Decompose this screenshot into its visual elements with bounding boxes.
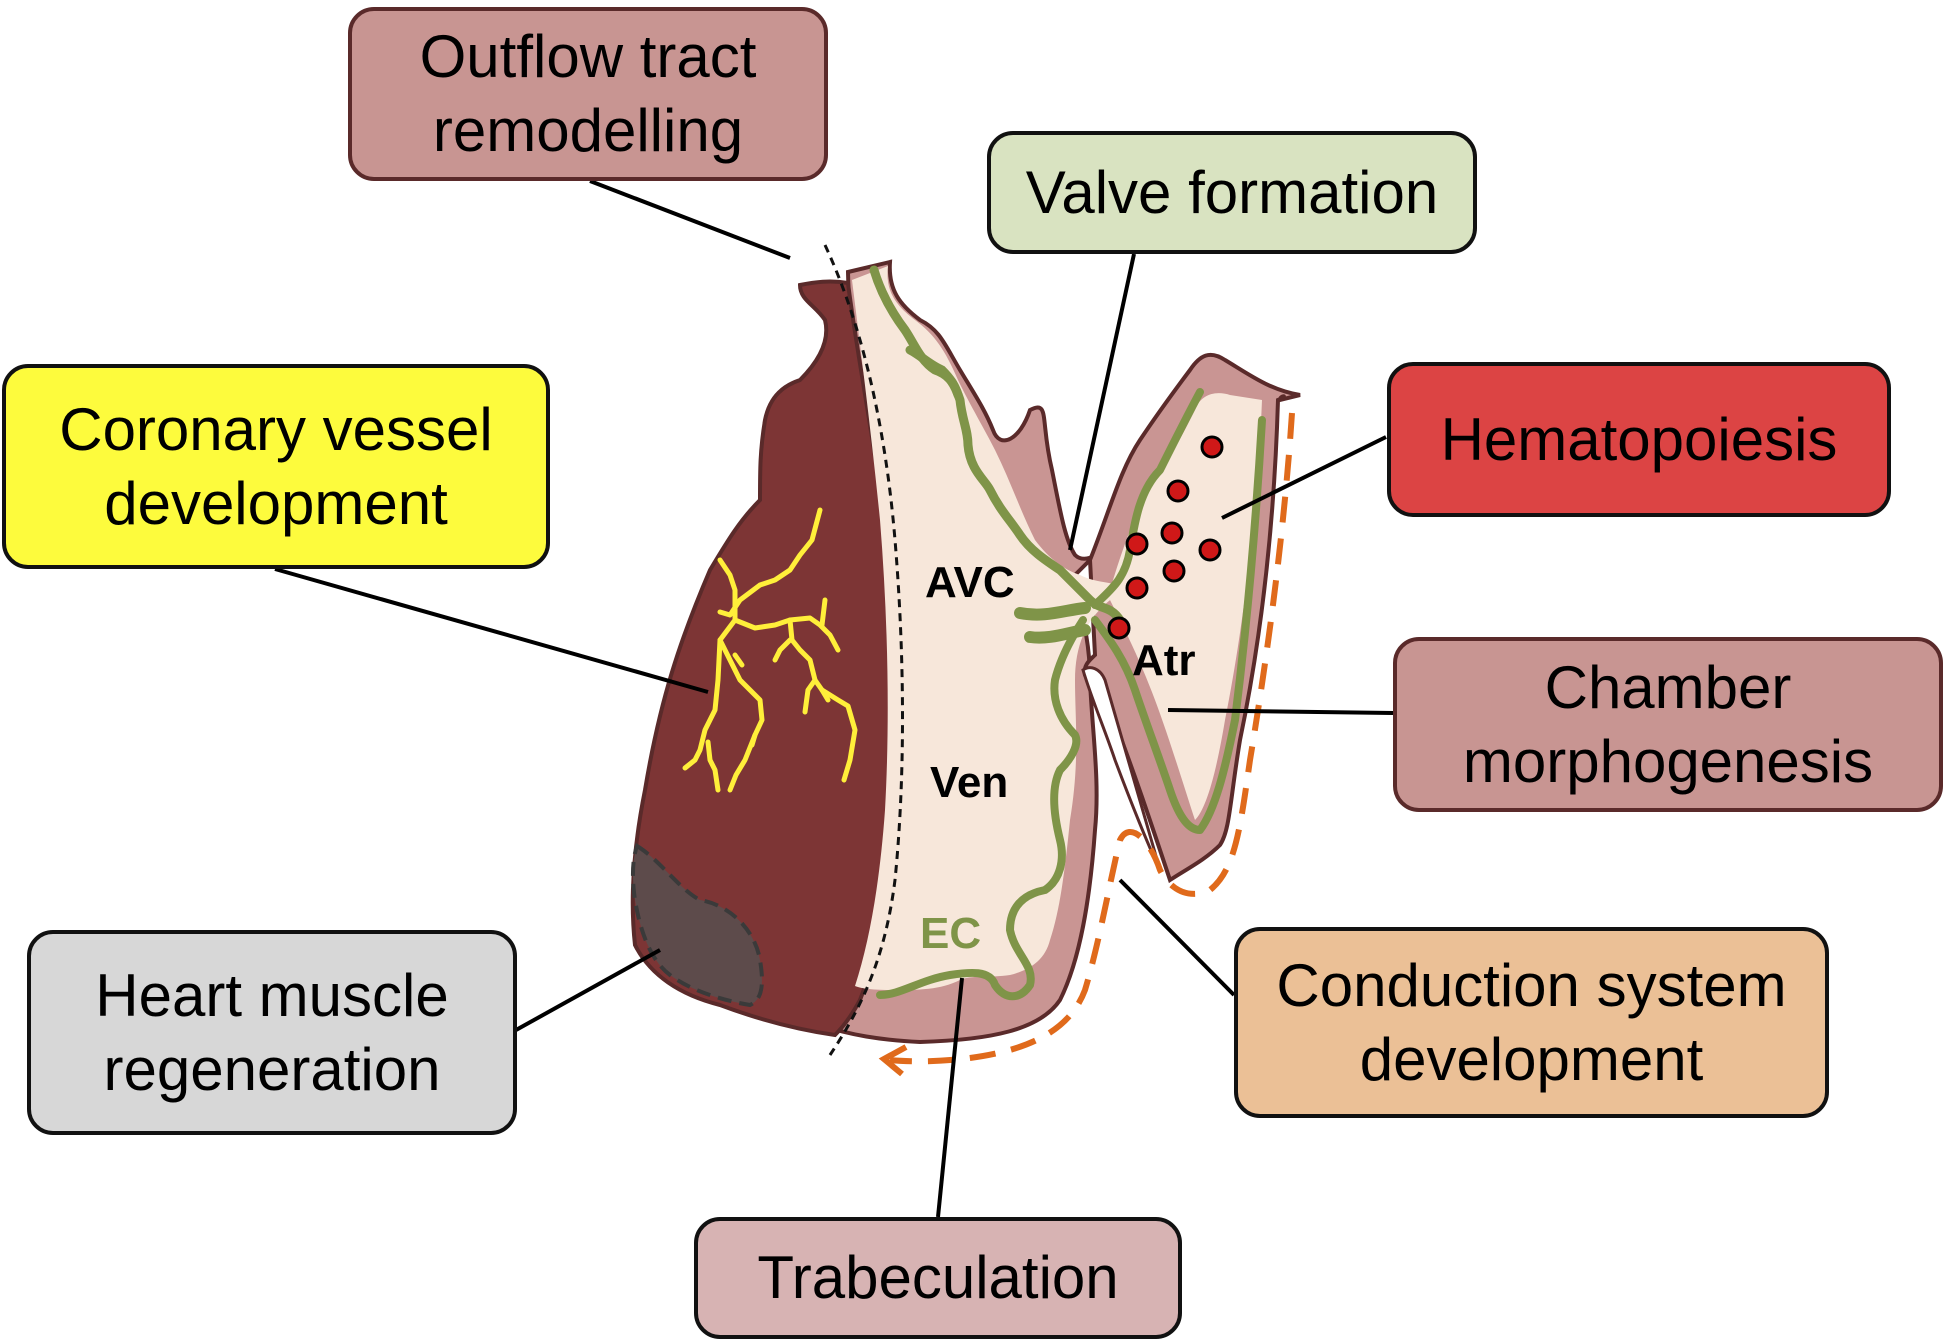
valve-leaflets: [1014, 602, 1091, 644]
leader-regeneration: [515, 948, 661, 1032]
leader-hematopoiesis: [1221, 435, 1387, 520]
blood-cell: [1125, 576, 1149, 600]
label-text: Outflow tract remodelling: [419, 23, 757, 164]
label-text: Valve formation: [1025, 158, 1439, 226]
atrium-lumen: [1110, 393, 1262, 820]
label-text: Hematopoiesis: [1440, 405, 1838, 473]
conduction-arrowhead: [878, 1044, 908, 1077]
blood-cell: [1200, 435, 1224, 459]
vessel-branch: [819, 597, 828, 628]
leader-coronary: [274, 567, 709, 694]
label-text: Coronary vessel development: [59, 395, 493, 537]
endocardium-line: [869, 265, 1125, 625]
region-label-ec: EC: [920, 909, 981, 958]
coronary-vessels: [682, 507, 858, 793]
endocardium-atrium: [1091, 388, 1266, 834]
label-chamber-morphogenesis: Chamber morphogenesis: [1393, 637, 1943, 812]
blood-cell: [1166, 479, 1190, 503]
label-outflow-tract-remodelling: Outflow tract remodelling: [348, 7, 828, 181]
label-conduction-system-development: Conduction system development: [1234, 927, 1829, 1118]
region-label-avc: AVC: [925, 558, 1015, 607]
vessel-branch: [772, 637, 793, 663]
blood-cell: [1160, 521, 1184, 545]
label-text: Conduction system development: [1276, 951, 1787, 1093]
leader-outflow: [589, 179, 791, 260]
label-trabeculation: Trabeculation: [694, 1217, 1182, 1339]
label-heart-muscle-regeneration: Heart muscle regeneration: [27, 930, 517, 1135]
leader-conduction: [1118, 878, 1236, 997]
region-label-atr: Atr: [1132, 636, 1196, 685]
blood-cell: [1198, 538, 1222, 562]
vessel-branch: [819, 687, 858, 783]
leader-valve: [1068, 253, 1136, 551]
vessel-branch: [802, 677, 818, 715]
endocardium-ventricle: [876, 616, 1087, 1001]
vessel-branch: [732, 615, 841, 653]
endocardium-branch: [905, 345, 963, 400]
blood-cells: [1107, 435, 1224, 640]
vessel-branch: [727, 732, 758, 793]
label-valve-formation: Valve formation: [987, 131, 1477, 254]
vessel-branch: [717, 637, 765, 748]
label-text: Trabeculation: [757, 1244, 1119, 1311]
injury-region: [630, 843, 764, 1008]
conduction-path: [889, 412, 1295, 1065]
vessel-branch: [732, 652, 745, 668]
blood-cell: [1162, 559, 1186, 583]
blood-cell: [1107, 616, 1131, 640]
leader-chamber: [1167, 708, 1394, 715]
label-text: Heart muscle regeneration: [95, 961, 449, 1103]
vessel-branch: [682, 557, 738, 771]
label-coronary-vessel-development: Coronary vessel development: [2, 364, 550, 569]
leader-trabeculation: [936, 977, 964, 1218]
region-label-ven: Ven: [930, 758, 1008, 807]
vessel-branch: [705, 739, 721, 793]
blood-cell: [1125, 532, 1149, 556]
label-hematopoiesis: Hematopoiesis: [1387, 362, 1891, 517]
cut-plane-dashed-line: [823, 244, 904, 1056]
label-text: Chamber morphogenesis: [1462, 653, 1874, 795]
